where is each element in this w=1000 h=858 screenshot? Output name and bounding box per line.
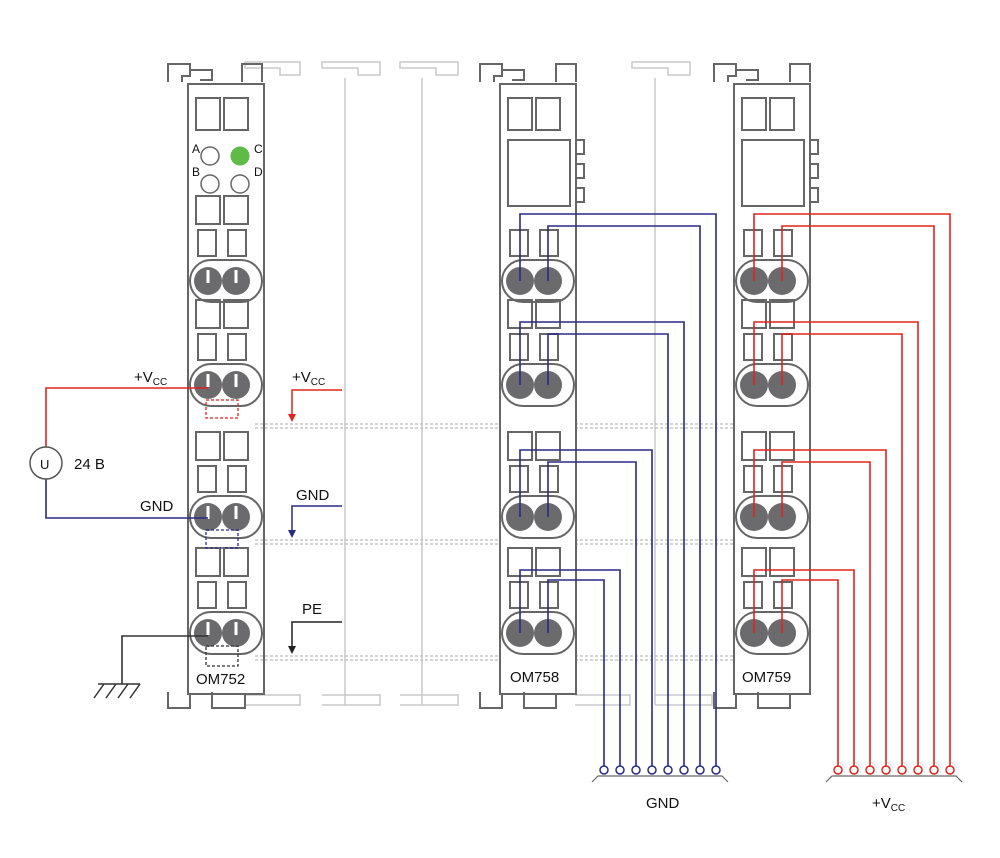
vcc-terminals-bottom — [833, 765, 955, 775]
vcc-wires — [753, 213, 951, 770]
led-c — [230, 146, 250, 166]
om752-jumpers — [205, 399, 239, 667]
ground-symbol — [93, 683, 141, 699]
module-om759 — [713, 63, 819, 709]
module-label-om752: OM752 — [196, 671, 245, 688]
module-label-om759: OM759 — [742, 669, 791, 686]
voltage-source-icon — [29, 446, 63, 480]
led-a-label: A — [192, 142, 200, 156]
gnd-left-label: GND — [140, 498, 174, 515]
bus-pe-arrow — [288, 621, 342, 654]
voltage-source-label: 24 B — [74, 456, 105, 473]
supply-wiring — [45, 387, 208, 684]
gnd-brace — [591, 775, 729, 783]
pe-bus-label: PE — [302, 601, 322, 618]
om759-terminals — [740, 267, 796, 647]
vcc-brace — [825, 775, 963, 783]
om752-terminals — [194, 267, 250, 647]
gnd-terminals-bottom — [599, 765, 721, 775]
module-om752 — [167, 63, 265, 709]
bus-vcc-arrow — [288, 389, 342, 422]
bus-gnd-arrow — [288, 505, 342, 538]
module-label-om758: OM758 — [510, 669, 559, 686]
led-d — [230, 174, 250, 194]
vcc-bottom-label: +VCC — [872, 795, 905, 814]
bus-rails — [255, 423, 735, 661]
om758-terminals — [506, 267, 562, 647]
voltage-source-symbol: U — [40, 457, 49, 472]
led-d-label: D — [254, 165, 263, 179]
om752-indicators: A C B D — [192, 142, 263, 194]
om752-terminal-slots — [206, 270, 238, 635]
vcc-left-label: +VCC — [134, 369, 167, 388]
led-b-label: B — [192, 165, 200, 179]
gnd-bus-label: GND — [296, 487, 330, 504]
led-a — [200, 146, 220, 166]
gnd-wires — [519, 213, 717, 770]
led-c-label: C — [254, 142, 263, 156]
vcc-bus-label: +VCC — [292, 369, 325, 388]
gnd-bottom-label: GND — [646, 795, 680, 812]
led-b — [200, 174, 220, 194]
